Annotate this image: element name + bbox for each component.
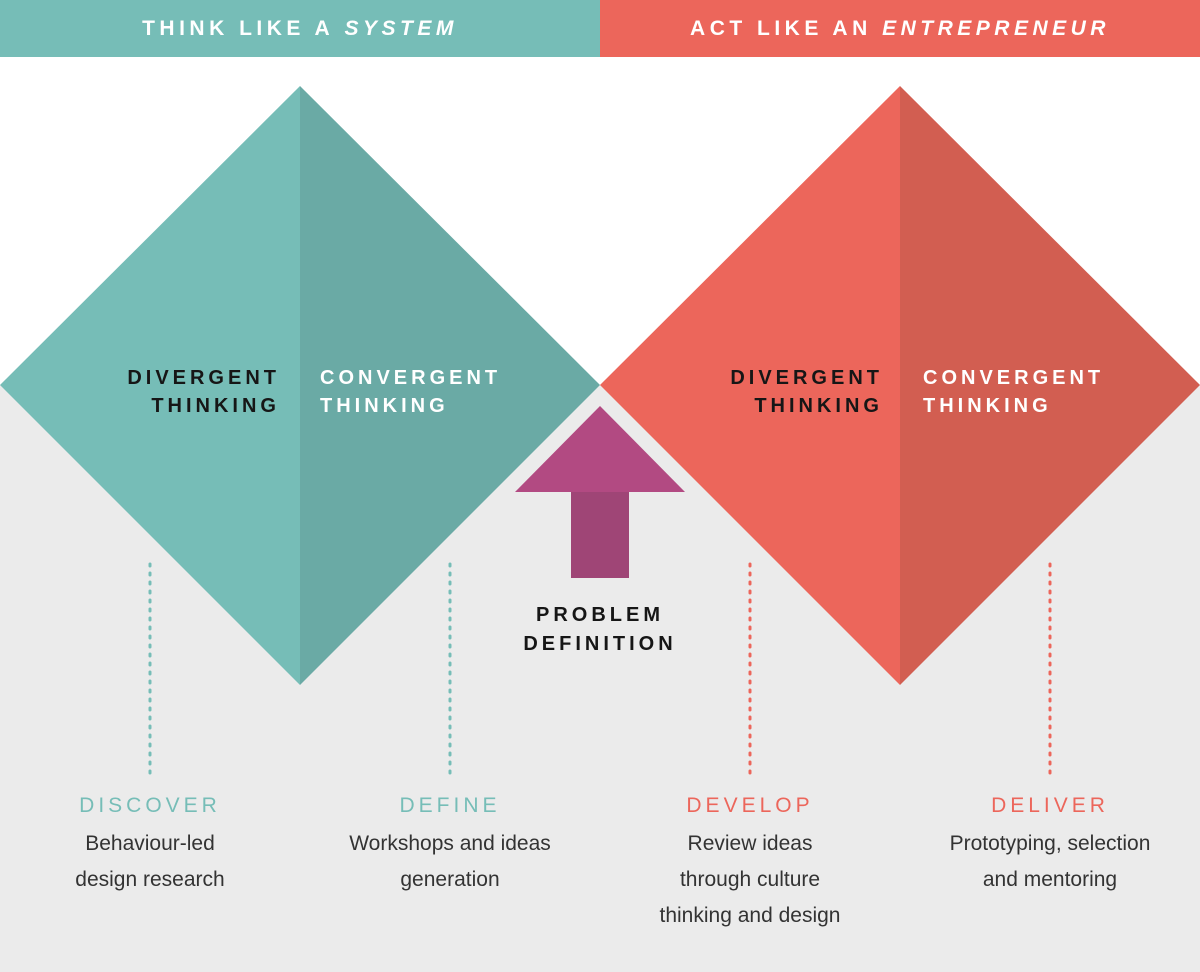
problem-definition-line-2: DEFINITION <box>523 633 677 655</box>
phase-desc-discover: Behaviour-led design research <box>75 832 225 891</box>
diamond-1-convergent-line-2: THINKING <box>320 395 449 417</box>
diamond-1-divergent-label: DIVERGENT THINKING <box>127 364 280 420</box>
diamond-2-divergent-half <box>600 86 900 685</box>
problem-arrow-head <box>515 406 685 492</box>
diamond-2-convergent-label: CONVERGENT THINKING <box>923 364 1104 420</box>
diamond-2-divergent-line-2: THINKING <box>754 395 883 417</box>
diamond-2-convergent-line-1: CONVERGENT <box>923 367 1105 389</box>
diamond-1-convergent-line-1: CONVERGENT <box>320 367 502 389</box>
diamond-1-divergent-half <box>0 86 300 685</box>
header-left-emphasis: SYSTEM <box>344 16 458 40</box>
diamond-2-convergent-half <box>900 86 1200 685</box>
diamond-1-divergent-line-2: THINKING <box>151 395 280 417</box>
phase-desc-define: Workshops and ideas generation <box>349 832 551 891</box>
phase-define: DEFINE Workshops and ideas generation <box>310 792 590 898</box>
problem-definition-line-1: PROBLEM <box>536 604 664 626</box>
phase-deliver: DELIVER Prototyping, selection and mento… <box>910 792 1190 898</box>
phase-name-discover: DISCOVER <box>79 794 221 817</box>
header-right-emphasis: ENTREPRENEUR <box>882 16 1110 40</box>
problem-arrow-stem <box>571 492 629 578</box>
phase-name-define: DEFINE <box>399 794 501 817</box>
diamond-1-divergent-line-1: DIVERGENT <box>127 367 280 389</box>
diamond-2-divergent-line-1: DIVERGENT <box>730 367 883 389</box>
problem-definition-label: PROBLEM DEFINITION <box>480 601 720 659</box>
phase-develop: DEVELOP Review ideas through culture thi… <box>610 792 890 934</box>
phase-desc-deliver: Prototyping, selection and mentoring <box>949 832 1151 891</box>
diamond-1-convergent-half <box>300 86 600 685</box>
header-left-prefix: THINK LIKE A <box>142 16 335 40</box>
phase-name-develop: DEVELOP <box>686 794 814 817</box>
diamond-1-convergent-label: CONVERGENT THINKING <box>320 364 501 420</box>
header-act-like-an-entrepreneur: ACT LIKE AN ENTREPRENEUR <box>600 0 1200 57</box>
diamond-2-convergent-line-2: THINKING <box>923 395 1052 417</box>
header-right-prefix: ACT LIKE AN <box>690 16 872 40</box>
phase-discover: DISCOVER Behaviour-led design research <box>10 792 290 898</box>
header-think-like-a-system: THINK LIKE A SYSTEM <box>0 0 600 57</box>
phase-name-deliver: DELIVER <box>991 794 1109 817</box>
diamond-2-divergent-label: DIVERGENT THINKING <box>730 364 883 420</box>
phase-desc-develop: Review ideas through culture thinking an… <box>659 832 841 927</box>
